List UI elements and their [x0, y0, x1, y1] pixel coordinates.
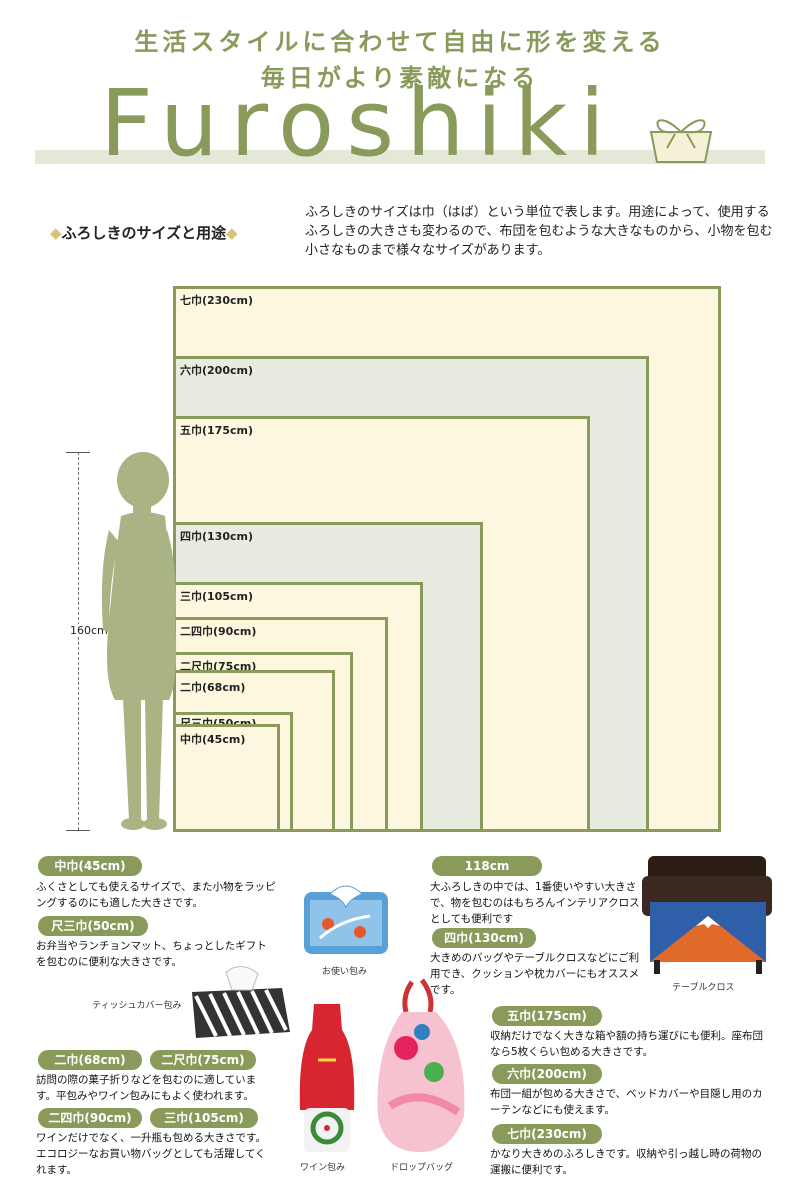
- size-label: 三巾(105cm): [180, 590, 253, 603]
- pill-shi: 四巾(130cm): [432, 928, 536, 948]
- desc-san: ワインだけでなく、一升瓶も包める大きさです。エコロジーなお買い物バッグとしても活…: [36, 1132, 266, 1176]
- title-underline-bar: [35, 150, 765, 164]
- size-label: 七巾(230cm): [180, 294, 253, 307]
- intro-text: ふろしきのサイズは巾（はば）という単位で表します。用途によって、使用するふろしき…: [305, 205, 773, 258]
- desc-go: 収納だけでなく大きな箱や額の持ち運びにも便利。座布団なら5枚くらい包める大きさで…: [490, 1030, 763, 1058]
- pill-chu: 中巾(45cm): [38, 856, 142, 876]
- pill-118: 118cm: [432, 856, 542, 876]
- tissue-cover-photo: [192, 966, 290, 1038]
- wine-wrap-photo: [299, 1004, 355, 1152]
- desc-chu: ふくさとしても使えるサイズで、また小物をラッピングするのにも適した大きさです。: [36, 881, 276, 909]
- catchphrase-line1: 生活スタイルに合わせて自由に形を変える: [134, 28, 666, 56]
- desc-nana: かなり大きめのふろしきです。収納や引っ越し時の荷物の運搬に便利です。: [490, 1148, 762, 1176]
- drop-bag-photo: [377, 978, 465, 1152]
- size-square-chu: 中巾(45cm): [173, 724, 280, 832]
- table-cloth-photo: [642, 856, 772, 974]
- height-label: 160cm: [70, 624, 108, 637]
- desc-roku: 布団一組が包める大きさで、ベッドカバーや目隠し用のカーテンなどにも使えます。: [490, 1088, 763, 1116]
- pill-san: 三巾(105cm): [150, 1108, 258, 1128]
- pill-ni: 二巾(68cm): [38, 1050, 142, 1070]
- size-label: 二巾(68cm): [180, 681, 246, 694]
- pill-nishaku: 二尺巾(75cm): [150, 1050, 256, 1070]
- size-label: 二尺巾(75cm): [180, 660, 257, 673]
- height-scale-top-tick: [66, 452, 90, 453]
- size-label: 五巾(175cm): [180, 424, 253, 437]
- caption-table: テーブルクロス: [672, 983, 735, 993]
- pill-nishi: 二四巾(90cm): [38, 1108, 142, 1128]
- height-scale-bottom-tick: [66, 830, 90, 831]
- size-label: 中巾(45cm): [180, 733, 246, 746]
- size-label: 四巾(130cm): [180, 530, 253, 543]
- desc-118: 大ふろしきの中では、1番使いやすい大きさで、物を包むのはもちろんインテリアクロス…: [430, 881, 640, 925]
- size-label: 六巾(200cm): [180, 364, 253, 377]
- caption-drop: ドロップバッグ: [390, 1163, 454, 1173]
- catchphrase-line2: 毎日がより素敵になる: [260, 64, 540, 92]
- size-label: 二四巾(90cm): [180, 625, 257, 638]
- person-silhouette-icon: [101, 452, 177, 830]
- section-heading: ◆ふろしきのサイズと用途◆: [50, 222, 238, 243]
- section-heading-text: ふろしきのサイズと用途: [61, 224, 227, 242]
- height-scale-line: [78, 452, 79, 830]
- caption-tissue: ティッシュカバー包み: [92, 1001, 182, 1011]
- pill-shakusan: 尺三巾(50cm): [38, 916, 148, 936]
- diamond-icon: ◆: [226, 224, 238, 242]
- desc-nishaku: 訪問の際の菓子折りなどを包むのに適しています。平包みやワイン包みにもよく使われま…: [36, 1074, 257, 1102]
- otsukai-wrap-photo: [304, 885, 388, 954]
- desc-shakusan: お弁当やランチョンマット、ちょっとしたギフトを包むのに便利な大きさです。: [36, 940, 267, 968]
- furoshiki-bundle-icon: [649, 119, 713, 163]
- brand-title: Furoshiki: [100, 70, 617, 177]
- caption-wine: ワイン包み: [300, 1163, 346, 1173]
- diamond-icon: ◆: [50, 224, 62, 242]
- pill-go: 五巾(175cm): [492, 1006, 602, 1026]
- pill-nana: 七巾(230cm): [492, 1124, 602, 1144]
- desc-shi: 大きめのバッグやテーブルクロスなどにご利用でき、クッションや枕カバーにもオススメ…: [430, 952, 640, 996]
- caption-otsukai: お使い包み: [322, 967, 368, 977]
- pill-roku: 六巾(200cm): [492, 1064, 602, 1084]
